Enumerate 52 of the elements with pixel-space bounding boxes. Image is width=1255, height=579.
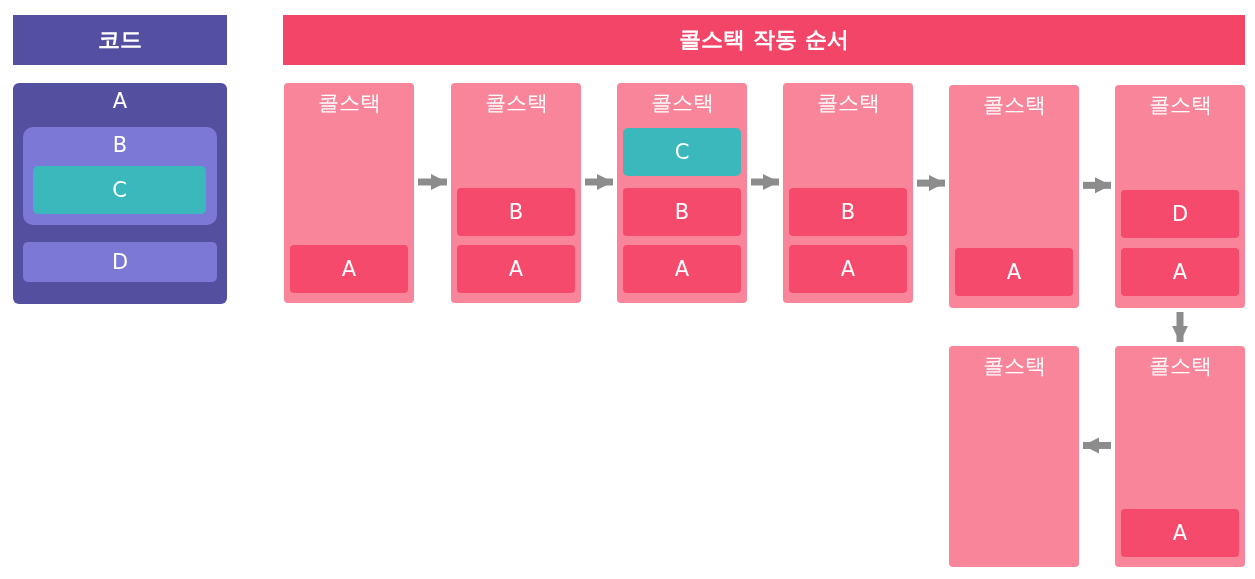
block-label: 콜스택 [1147,353,1213,380]
block-label: A [1005,260,1023,284]
call-stack-box [1115,346,1245,567]
function-block [33,166,206,214]
block-label: A [340,257,358,281]
block-label: A [111,89,129,113]
call-stack-box [617,83,747,303]
stack-frame [1121,248,1239,296]
stack-frame [955,248,1073,296]
stack-frame [290,245,408,293]
block-label: C [111,178,128,202]
block-label: A [1171,260,1189,284]
stack-frame [623,188,741,236]
header-title: 코드 [97,26,143,54]
stack-frame [457,188,575,236]
block-label: A [507,257,525,281]
block-label: B [507,200,525,224]
block-label: D [1170,202,1190,226]
call-stack-box [284,83,414,303]
block-label: A [673,257,691,281]
stack-frame [789,188,907,236]
stack-frame [1121,190,1239,238]
stack-frame [457,245,575,293]
header-title: 콜스택 작동 순서 [678,26,850,54]
code-block [23,242,217,282]
block-label: B [839,200,857,224]
header-bar [283,15,1245,65]
call-stack-box [451,83,581,303]
call-stack-box [1115,85,1245,308]
stack-frame [789,245,907,293]
block-label: 콜스택 [815,90,881,117]
block-label: D [110,250,130,274]
stack-frame [1121,509,1239,557]
code-block [23,127,217,225]
call-stack-box [949,85,1079,308]
block-label: C [673,140,691,164]
block-label: A [1171,521,1189,545]
block-label: 콜스택 [649,90,715,117]
block-label: A [839,257,857,281]
block-label: 콜스택 [981,353,1047,380]
block-label: 콜스택 [981,92,1047,119]
block-label: 콜스택 [316,90,382,117]
header-bar [13,15,227,65]
block-label: B [673,200,691,224]
code-panel [13,83,227,304]
call-stack-box [949,346,1079,567]
call-stack-box [783,83,913,303]
block-label: 콜스택 [483,90,549,117]
block-label: B [111,133,129,157]
block-label: 콜스택 [1147,92,1213,119]
stack-frame [623,245,741,293]
function-block [623,128,741,176]
